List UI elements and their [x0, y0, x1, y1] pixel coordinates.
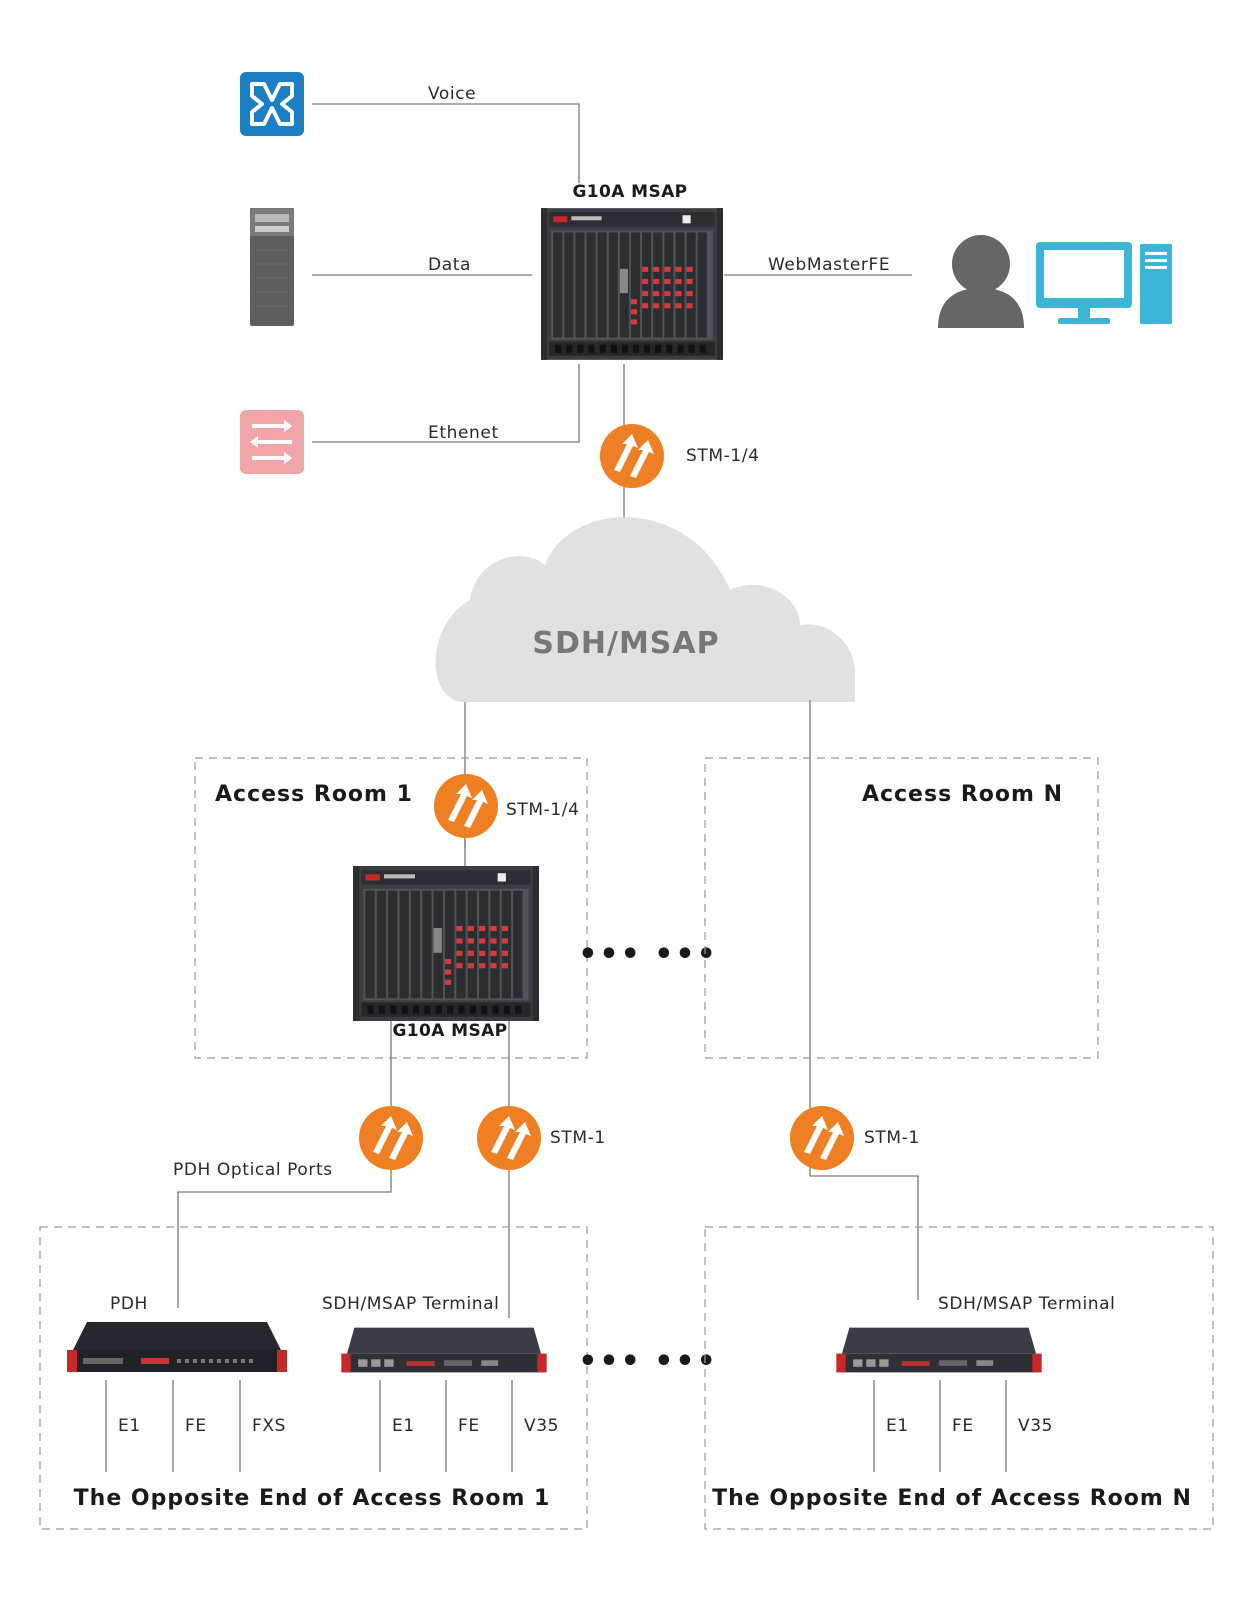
cloud-icon — [435, 517, 855, 702]
bottom-ellipsis: ••• ••• — [578, 1344, 718, 1379]
router-icon — [790, 1106, 854, 1170]
top-msap-title: G10A MSAP — [572, 182, 687, 202]
user-icon — [938, 235, 1024, 328]
pdh-port-fe: FE — [185, 1416, 207, 1436]
webmaster-label: WebMasterFE — [768, 255, 890, 275]
router-icon — [434, 774, 498, 838]
room1-terminal-port-fe: FE — [458, 1416, 480, 1436]
router-icon — [600, 424, 664, 488]
pdh-optical-label: PDH Optical Ports — [173, 1160, 333, 1180]
opposite-end-n-box — [704, 1226, 1214, 1530]
middle-ellipsis: ••• ••• — [578, 937, 718, 972]
room1-terminal-port-v35: V35 — [524, 1416, 559, 1436]
computer-icon — [1036, 242, 1172, 324]
ethernet-link — [312, 364, 580, 443]
room1-stm-label: STM-1/4 — [506, 800, 580, 820]
access-room-n-title: Access Room N — [862, 782, 1063, 807]
server-icon — [250, 208, 294, 326]
room1-stm1-label: STM-1 — [550, 1128, 606, 1148]
ethernet-label: Ethenet — [428, 423, 499, 443]
voice-label: Voice — [428, 84, 476, 104]
ethernet-switch-icon — [240, 410, 304, 474]
roomN-port-lines — [873, 1380, 1007, 1472]
roomN-terminal-port-e1: E1 — [886, 1416, 909, 1436]
pdh-port-e1: E1 — [118, 1416, 141, 1436]
opposite-end-1-box — [39, 1226, 588, 1530]
voice-link — [312, 103, 580, 183]
room1-port-lines — [105, 1380, 513, 1472]
room1-terminal-port-e1: E1 — [392, 1416, 415, 1436]
roomN-stm1-label: STM-1 — [864, 1128, 920, 1148]
top-stm-label: STM-1/4 — [686, 446, 760, 466]
opposite-end-1-title: The Opposite End of Access Room 1 — [74, 1486, 551, 1511]
roomN-terminal-device — [836, 1327, 1042, 1373]
cloud-label: SDH/MSAP — [532, 626, 719, 661]
pdh-device — [67, 1322, 287, 1372]
roomN-terminal-port-v35: V35 — [1018, 1416, 1053, 1436]
pdh-label: PDH — [110, 1294, 148, 1314]
room1-terminal-device — [341, 1327, 547, 1373]
roomN-terminal-link — [810, 1175, 919, 1300]
opposite-end-n-title: The Opposite End of Access Room N — [712, 1486, 1192, 1511]
access-room-n-box — [704, 757, 1099, 1059]
voice-switch-icon — [240, 72, 304, 136]
pdh-port-fxs: FXS — [252, 1416, 286, 1436]
room1-msap-chassis — [353, 866, 539, 1021]
room1-terminal-label: SDH/MSAP Terminal — [322, 1294, 500, 1314]
data-label: Data — [428, 255, 471, 275]
router-icon — [359, 1106, 423, 1170]
roomN-terminal-label: SDH/MSAP Terminal — [938, 1294, 1116, 1314]
access-room-1-title: Access Room 1 — [215, 782, 413, 807]
router-icon — [477, 1106, 541, 1170]
roomN-terminal-port-fe: FE — [952, 1416, 974, 1436]
room1-msap-title: G10A MSAP — [392, 1021, 507, 1041]
top-msap-chassis — [541, 208, 723, 360]
pdh-optical-link — [177, 1170, 392, 1308]
